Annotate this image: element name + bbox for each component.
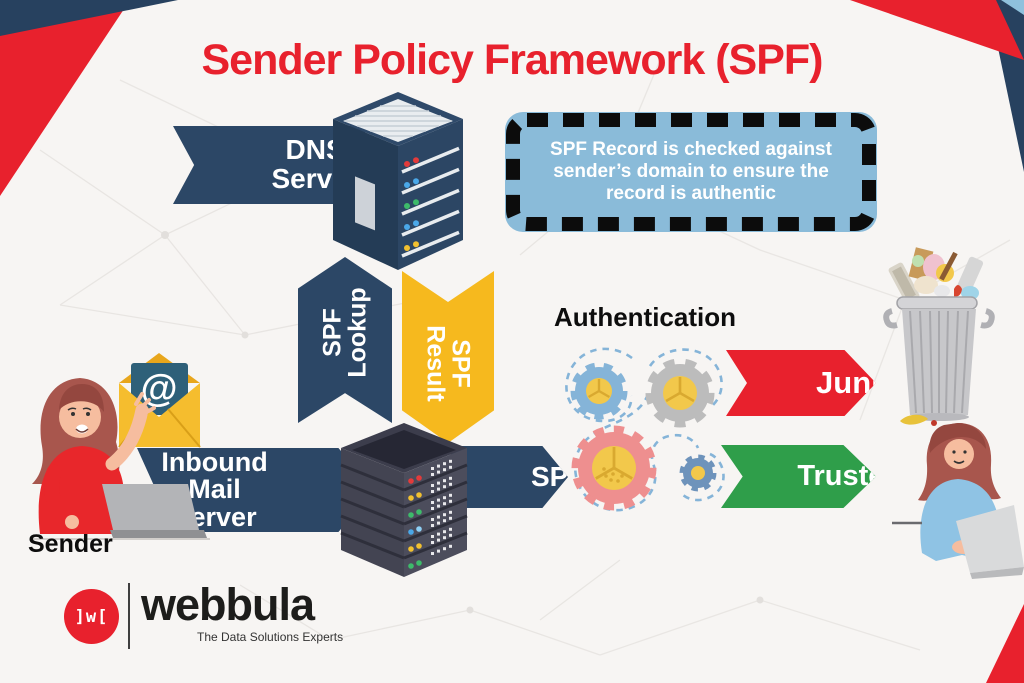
trusted-arrow: Trusted (721, 445, 876, 508)
webbula-logo-mark-glyph: ]w[ (74, 606, 109, 627)
person-with-laptop-icon (892, 423, 1024, 579)
spf-lookup-label: SPF Lookup (318, 286, 371, 378)
spf-record-note: SPF Record is checked against sender’s d… (505, 112, 877, 232)
dashed-flow-path (565, 347, 725, 512)
dns-server-leds (404, 157, 419, 251)
sender-person-icon (30, 378, 210, 540)
corner-top-right-lightblue (1001, 0, 1024, 15)
webbula-tagline: The Data Solutions Experts (197, 630, 344, 644)
mail-server-dot-matrix (431, 459, 452, 555)
corner-top-left-red (0, 0, 130, 196)
gear-pink (571, 425, 657, 511)
dns-server-icon (333, 92, 463, 270)
corner-top-right-red (850, 0, 1024, 60)
garbage-pile (888, 247, 984, 325)
corner-bottom-right-red (986, 604, 1024, 683)
mail-server-leds (408, 475, 422, 569)
gears-icon (565, 347, 725, 512)
junk-arrow: Junk (726, 350, 876, 416)
gear-gray (645, 358, 715, 428)
trash-can-handle-right (980, 308, 995, 329)
authentication-label: Authentication (554, 302, 736, 332)
gear-blue (570, 362, 628, 420)
film-dash-border (506, 113, 876, 231)
webbula-wordmark: webbula (141, 579, 315, 630)
trash-can-handle-left (883, 308, 898, 329)
webbula-logo: ]w[ webbula The Data Solutions Experts (64, 581, 344, 653)
trusted-label: Trusted (797, 460, 903, 492)
trash-can-rim (896, 296, 978, 310)
logo-divider (128, 583, 130, 649)
webbula-logo-mark: ]w[ (64, 589, 119, 644)
sender-label: Sender (28, 530, 113, 558)
corner-top-left-navy (0, 0, 178, 36)
inbound-mail-server-icon (340, 423, 468, 577)
spf-record-note-text: SPF Record is checked against sender’s d… (550, 139, 832, 204)
spf-result-label: SPF Result (422, 324, 475, 402)
banana-peel (900, 414, 928, 425)
gear-small-blue (679, 454, 717, 492)
trash-can-icon (883, 247, 995, 426)
page-title: Sender Policy Framework (SPF) (201, 36, 824, 84)
